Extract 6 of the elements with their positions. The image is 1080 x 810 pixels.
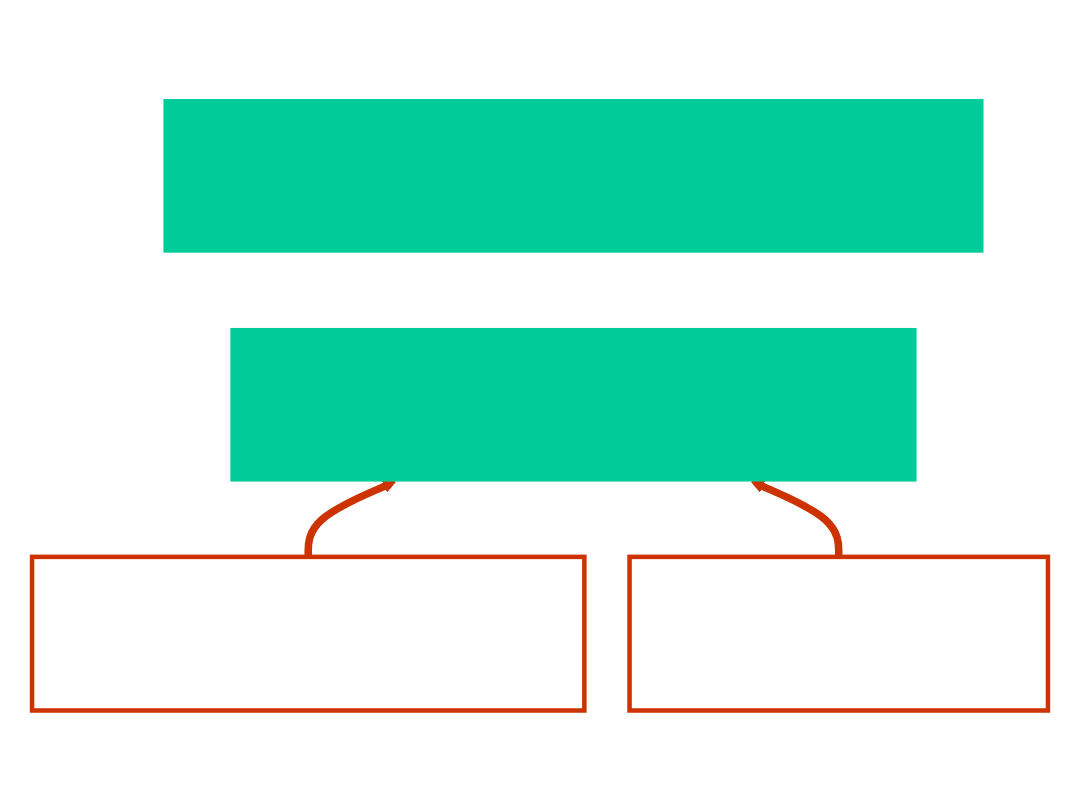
node-box: [627, 554, 1051, 713]
node-box: [230, 328, 917, 482]
node-box: [29, 554, 587, 713]
arrow: [304, 480, 397, 558]
arrow: [750, 480, 843, 558]
node-box: [163, 99, 984, 253]
